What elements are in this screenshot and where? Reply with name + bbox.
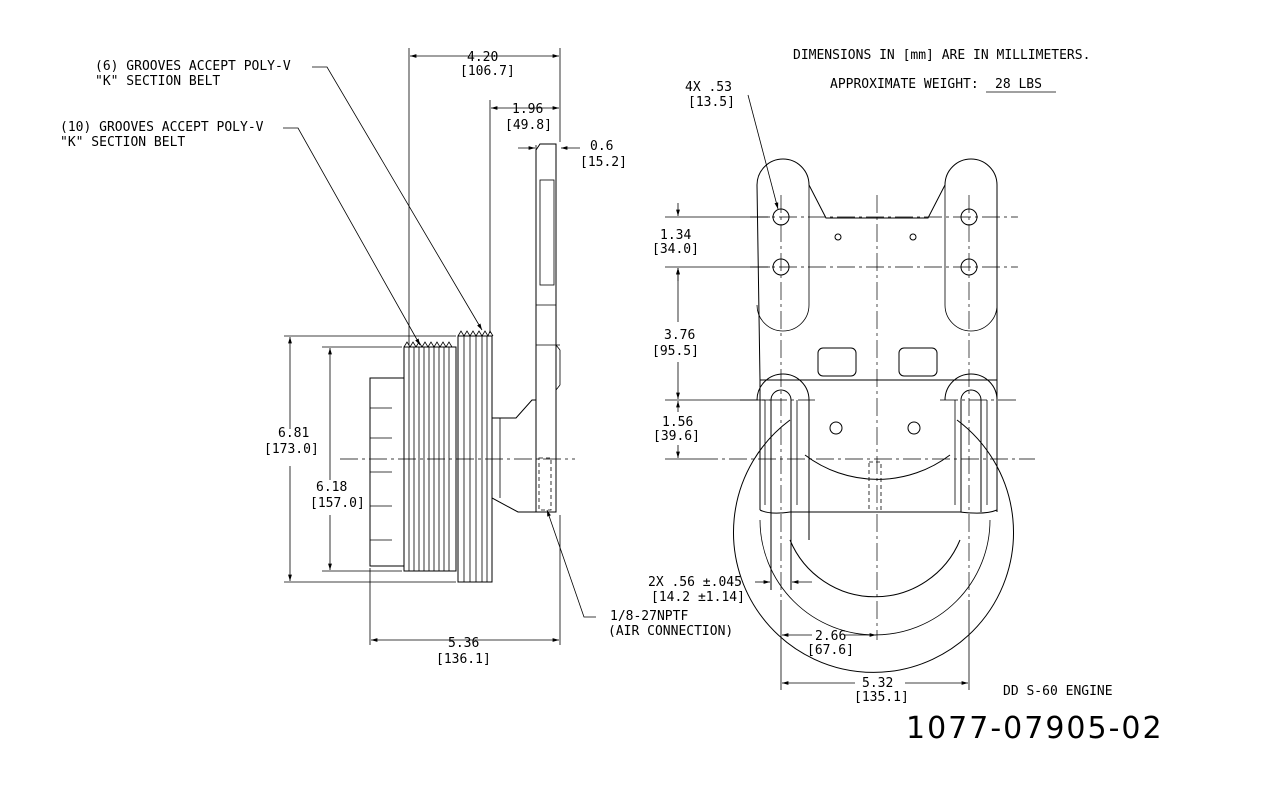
slot-dim-in: 2X .56 ±.045: [648, 575, 742, 590]
pulley-outer-circle: [733, 419, 1014, 673]
air-connection-leader: [546, 509, 596, 618]
dim-618-mm: [157.0]: [310, 496, 365, 511]
grooves-6-callout: (6) GROOVES ACCEPT POLY-V "K" SECTION BE…: [95, 59, 483, 331]
grooves-10-callout: (10) GROOVES ACCEPT POLY-V "K" SECTION B…: [60, 120, 421, 346]
dim-134-mm: [34.0]: [652, 242, 699, 257]
dim-536-in: 5.36: [448, 636, 479, 651]
holes-leader: [747, 94, 779, 210]
dim-134-in: 1.34: [660, 228, 691, 243]
air-connection-line2: (AIR CONNECTION): [608, 624, 733, 639]
cutout-left: [817, 347, 857, 377]
ear-bottom-left: [756, 373, 810, 540]
holes-callout-mm: [13.5]: [688, 95, 735, 110]
air-fitting-front-hidden: [868, 461, 882, 513]
dim-532-mm: [135.1]: [854, 690, 909, 705]
pulley-6-grooves: [457, 330, 494, 582]
dim-overall-in: 4.20: [467, 50, 498, 65]
dim-681-mm: [173.0]: [264, 442, 319, 457]
grooves-6-line2: "K" SECTION BELT: [95, 74, 220, 89]
ear-bottom-right: [944, 373, 998, 512]
dim-376-mm: [95.5]: [652, 344, 699, 359]
slot-right: [960, 389, 982, 512]
side-view: 4.20 [106.7] 1.96 [49.8] 0.6 [15.2] 6.81…: [264, 48, 733, 667]
dim-196-in: 1.96: [512, 102, 543, 117]
dimensions-note: DIMENSIONS IN [mm] ARE IN MILLIMETERS.: [793, 48, 1090, 63]
dim-overall-mm: [106.7]: [460, 64, 515, 79]
weight-value: 28 LBS: [995, 77, 1042, 92]
front-view: 4X .53 [13.5] 1.34 [34.0] 3.76 [95.5] 1.…: [648, 80, 1035, 705]
dim-156-in: 1.56: [662, 415, 693, 430]
holes-callout-in: 4X .53: [685, 80, 732, 95]
dim-681-in: 6.81: [278, 426, 309, 441]
dim-536-mm: [136.1]: [436, 652, 491, 667]
grooves-6-leader: [312, 66, 483, 331]
dim-266-mm: [67.6]: [807, 643, 854, 658]
dim-376-in: 3.76: [664, 328, 695, 343]
dim-196-mm: [49.8]: [505, 118, 552, 133]
grooves-10-line1: (10) GROOVES ACCEPT POLY-V: [60, 120, 264, 135]
dim-532-in: 5.32: [862, 676, 893, 691]
engine-label: DD S-60 ENGINE: [1003, 684, 1113, 699]
dim-06-mm: [15.2]: [580, 155, 627, 170]
cutout-right: [898, 347, 938, 377]
pulley-10-grooves: [403, 341, 453, 571]
part-number: 1077-07905-02: [906, 711, 1164, 746]
dim-618-in: 6.18: [316, 480, 347, 495]
grooves-10-line2: "K" SECTION BELT: [60, 135, 185, 150]
dim-156-mm: [39.6]: [653, 429, 700, 444]
slot-dim-mm: [14.2 ±1.14]: [651, 590, 745, 605]
air-connection-line1: 1/8-27NPTF: [610, 609, 688, 624]
weight-label: APPROXIMATE WEIGHT:: [830, 77, 979, 92]
bracket-side: [535, 143, 557, 513]
air-fitting-hidden: [538, 457, 552, 511]
bearing-hub: [491, 399, 537, 513]
dim-06-in: 0.6: [590, 139, 613, 154]
slot-left: [770, 389, 792, 590]
grooves-6-line1: (6) GROOVES ACCEPT POLY-V: [95, 59, 291, 74]
grooves-10-leader: [283, 127, 421, 346]
dim-266-in: 2.66: [815, 629, 846, 644]
